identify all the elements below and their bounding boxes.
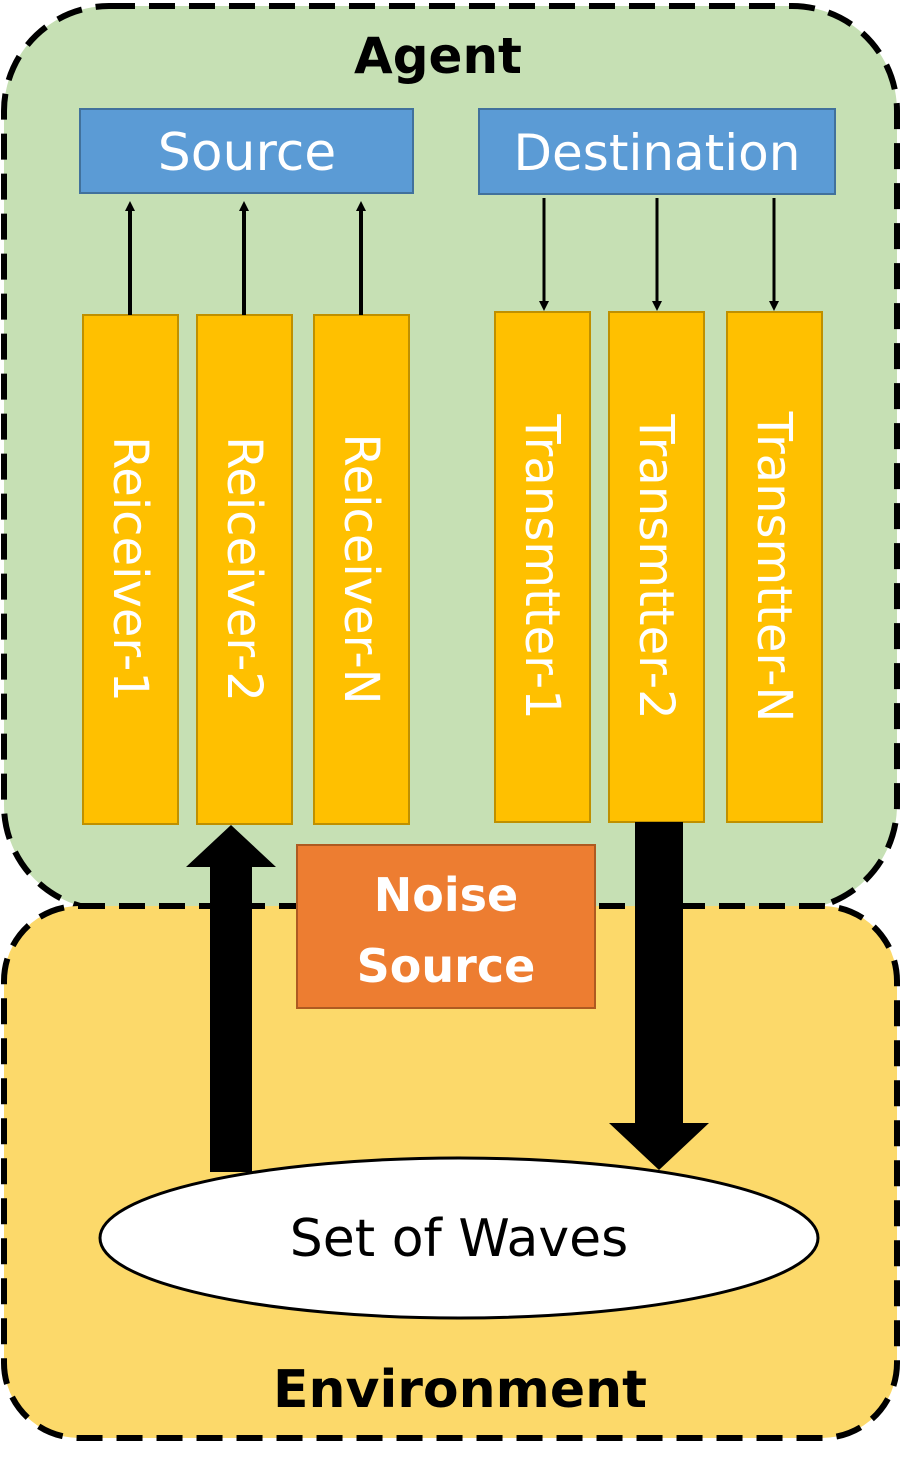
environment-label: Environment	[273, 1360, 647, 1420]
set-of-waves-ellipse	[98, 1156, 820, 1320]
source-label: Source	[158, 123, 337, 183]
receiver-2: Reiceiver-2	[196, 314, 293, 825]
transmitter-2: Transmtter-2	[608, 311, 705, 823]
receiver-1-label: Reiceiver-1	[102, 436, 158, 702]
arrow-waves-to-receiver	[186, 825, 276, 1172]
source-box	[79, 108, 414, 194]
receiver-n: Reiceiver-N	[313, 314, 410, 825]
transmitter-1-label: Transmtter-1	[514, 413, 570, 719]
destination-label: Destination	[514, 124, 801, 182]
receiver-1: Reiceiver-1	[82, 314, 179, 825]
noise-source-line1: Noise	[374, 868, 518, 922]
agent-label: Agent	[354, 27, 522, 85]
transmitter-n-label: Transmtter-N	[746, 411, 802, 723]
transmitter-2-label: Transmtter-2	[628, 413, 684, 719]
transmitter-1: Transmtter-1	[494, 311, 591, 823]
set-of-waves-label: Set of Waves	[290, 1209, 628, 1269]
transmitter-n: Transmtter-N	[726, 311, 823, 823]
arrow-transmitter-to-waves	[609, 822, 709, 1170]
receiver-n-label: Reiceiver-N	[333, 433, 389, 704]
receiver-2-label: Reiceiver-2	[216, 436, 272, 702]
destination-box	[478, 108, 836, 195]
noise-source-box	[296, 844, 596, 1009]
noise-source-line2: Source	[357, 939, 536, 993]
